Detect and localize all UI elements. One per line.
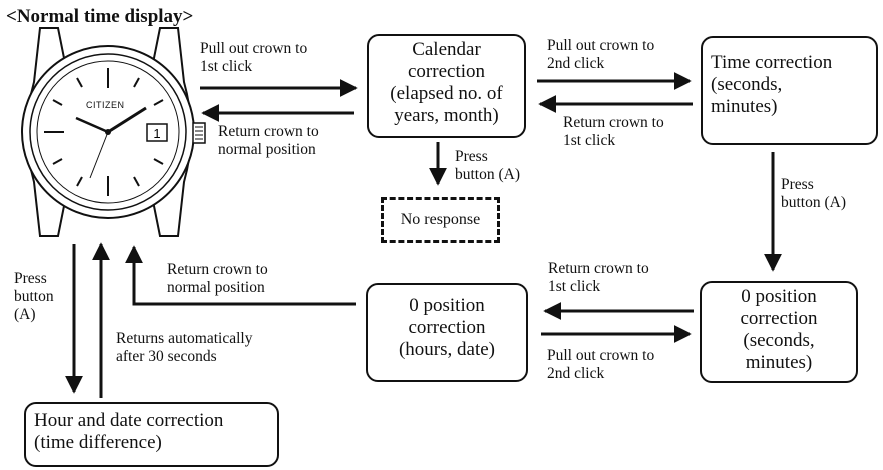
watch-brand-text: CITIZEN [86, 100, 125, 110]
time-correction-box: Time correction (seconds, minutes) [701, 36, 878, 145]
box-line: correction [407, 61, 485, 82]
label-line: Return crown to [563, 114, 664, 131]
label-pull-1st: Pull out crown to 1st click [200, 40, 307, 76]
box-line: (seconds, [743, 330, 815, 351]
label-press-a-left: Press button (A) [14, 270, 54, 324]
box-line: (seconds, [711, 74, 783, 95]
label-line: 1st click [200, 58, 253, 75]
label-return-1st-top: Return crown to 1st click [563, 114, 664, 150]
box-line: Calendar [412, 39, 481, 60]
label-line: Return crown to [548, 260, 649, 277]
box-line: Hour and date correction [34, 410, 224, 431]
label-line: Return crown to [167, 261, 268, 278]
diagram-title: <Normal time display> [6, 6, 194, 27]
label-line: Returns automatically [116, 330, 253, 347]
label-line: normal position [167, 279, 265, 296]
label-line: Pull out crown to [547, 37, 655, 54]
label-line: (A) [14, 306, 36, 323]
box-line: (hours, date) [398, 339, 496, 360]
label-pull-2nd-top: Pull out crown to 2nd click [547, 37, 654, 73]
label-line: 2nd click [547, 55, 605, 72]
box-line: correction [740, 308, 818, 329]
box-line: Time correction [711, 52, 833, 73]
box-line: 0 position [409, 295, 485, 316]
label-press-a-calendar: Press button (A) [455, 148, 520, 184]
label-line: Press [781, 176, 814, 193]
no-response-box: No response [381, 197, 500, 243]
label-line: Press [14, 270, 47, 287]
label-line: 2nd click [547, 365, 605, 382]
zero-position-hours-box: 0 position correction (hours, date) [366, 283, 528, 382]
label-line: Pull out crown to [200, 40, 308, 57]
arrow-to-normal-mid [125, 245, 356, 306]
hour-date-correction-box: Hour and date correction (time differenc… [24, 402, 279, 467]
label-pull-2nd-mid: Pull out crown to 2nd click [547, 347, 654, 383]
label-line: button (A) [781, 194, 847, 211]
zero-position-seconds-box: 0 position correction (seconds, minutes) [700, 281, 858, 383]
label-line: button [14, 288, 54, 305]
label-line: normal position [218, 141, 316, 158]
label-return-normal-top: Return crown to normal position [218, 123, 319, 159]
label-line: Press [455, 148, 488, 165]
box-line: (elapsed no. of [390, 83, 503, 104]
box-line: minutes) [745, 352, 813, 373]
box-line: (time difference) [34, 432, 162, 453]
box-line: correction [408, 317, 486, 338]
label-line: button (A) [455, 166, 521, 183]
label-return-normal-mid: Return crown to normal position [167, 261, 268, 297]
svg-text:1: 1 [153, 126, 160, 141]
box-line: minutes) [711, 96, 778, 117]
label-line: Pull out crown to [547, 347, 655, 364]
label-press-a-time: Press button (A) [781, 176, 846, 212]
label-line: 1st click [563, 132, 616, 149]
label-returns-auto: Returns automatically after 30 seconds [116, 330, 252, 366]
label-return-1st-mid: Return crown to 1st click [548, 260, 649, 296]
box-line: 0 position [741, 286, 817, 307]
calendar-correction-box: Calendar correction (elapsed no. of year… [367, 34, 526, 138]
label-line: after 30 seconds [116, 348, 217, 365]
label-line: 1st click [548, 278, 601, 295]
label-line: Return crown to [218, 123, 319, 140]
box-line: years, month) [394, 105, 499, 126]
